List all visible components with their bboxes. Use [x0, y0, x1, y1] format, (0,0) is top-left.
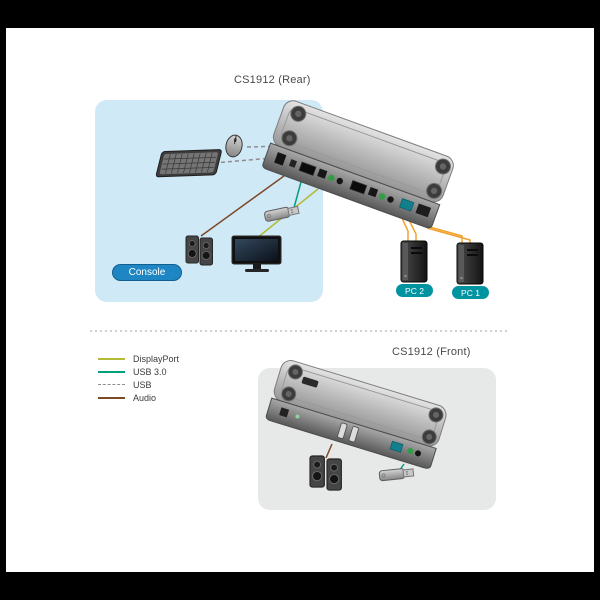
usb-line-swatch	[98, 384, 125, 385]
mouse-icon	[225, 134, 243, 158]
rear-view-title: CS1912 (Rear)	[234, 74, 311, 86]
legend-label: Audio	[133, 392, 157, 403]
keyboard-icon	[155, 149, 222, 178]
usb-flash-drive-icon	[263, 204, 300, 223]
console-badge: Console	[112, 264, 182, 281]
front-view-title: CS1912 (Front)	[392, 346, 471, 358]
legend-item-displayport: DisplayPort	[98, 352, 179, 365]
legend-item-usb3: USB 3.0	[98, 365, 179, 378]
pc1-badge: PC 1	[452, 286, 489, 299]
pc-tower-icon	[400, 240, 484, 285]
usb3-line-swatch	[98, 370, 125, 373]
speakers-icon	[309, 455, 342, 491]
legend-label: DisplayPort	[133, 353, 180, 364]
kvm-switch-rear-icon	[262, 100, 454, 229]
cable-legend: DisplayPort USB 3.0 USB Audio	[98, 352, 179, 404]
pc1-cable-b	[426, 227, 471, 245]
usb-flash-drive-icon	[378, 466, 415, 482]
audio-cable-speakers	[200, 175, 285, 237]
front-ports	[279, 407, 421, 457]
monitor-icon	[231, 235, 282, 272]
speakers-icon	[185, 235, 213, 266]
rear-ports	[274, 152, 432, 218]
kvm-switch-front-icon	[265, 359, 447, 469]
pc2-cable-a	[400, 215, 409, 243]
audio-cable-front-speakers	[325, 443, 333, 459]
pc1-cable-a	[418, 223, 463, 245]
pc2-badge: PC 2	[396, 284, 433, 297]
legend-label: USB	[133, 379, 152, 390]
displayport-line-swatch	[98, 357, 125, 360]
legend-label: USB 3.0	[133, 366, 167, 377]
legend-item-audio: Audio	[98, 391, 179, 404]
pc2-cable-b	[408, 219, 417, 243]
legend-item-usb: USB	[98, 378, 179, 391]
audio-line-swatch	[98, 396, 125, 399]
